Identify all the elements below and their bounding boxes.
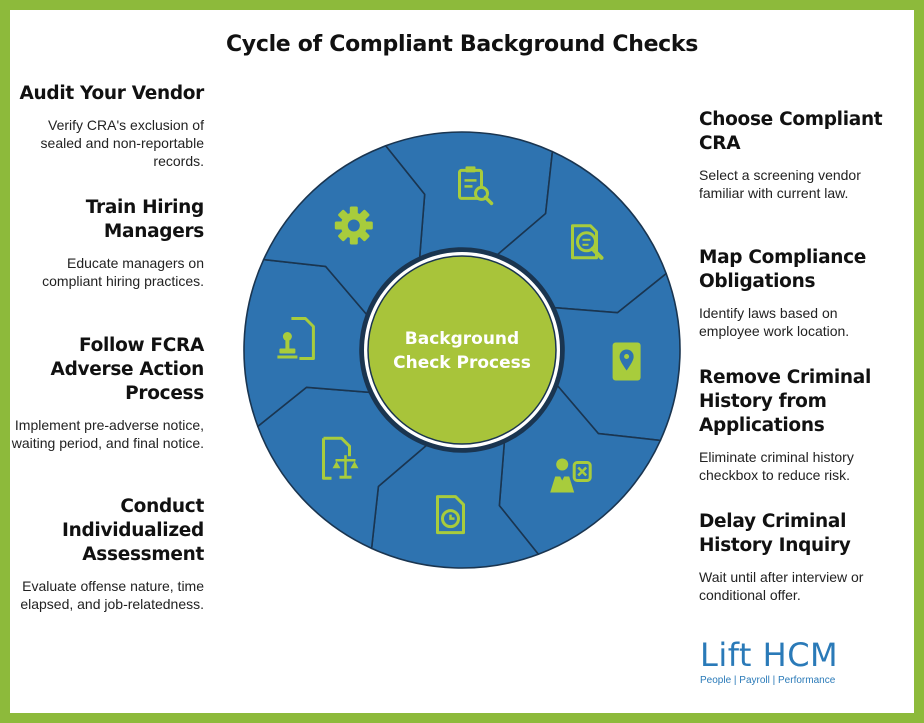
step-choose-cra: Choose Compliant CRA Select a screening … <box>699 108 899 202</box>
gear-icon <box>334 206 373 245</box>
wheel-icons <box>277 166 641 535</box>
step-title: Conduct Individualized Assessment <box>62 496 204 565</box>
step-title: Audit Your Vendor <box>19 83 205 104</box>
process-wheel: Background Check Process <box>243 131 681 569</box>
step-remove-criminal-history: Remove Criminal History from Application… <box>699 366 899 484</box>
step-description: Select a screening vendor familiar with … <box>699 167 861 201</box>
step-delay-inquiry: Delay Criminal History Inquiry Wait unti… <box>699 510 899 604</box>
center-hub <box>367 255 557 445</box>
step-adverse-action: Follow FCRA Adverse Action Process Imple… <box>10 334 205 452</box>
step-map-obligations: Map Compliance Obligations Identify laws… <box>699 246 899 340</box>
step-description: Wait until after interview or conditiona… <box>699 569 864 603</box>
logo-tagline: People | Payroll | Performance <box>700 675 836 686</box>
step-description: Identify laws based on employee work loc… <box>699 305 850 339</box>
logo-wordmark: Lift HCM <box>700 636 839 674</box>
certificate-stamp-icon <box>277 317 315 360</box>
step-train-managers: Train Hiring Managers Educate managers o… <box>10 196 204 290</box>
step-description: Evaluate offense nature, time elapsed, a… <box>20 578 204 612</box>
step-individualized-assessment: Conduct Individualized Assessment Evalua… <box>10 495 204 613</box>
step-description: Eliminate criminal history checkbox to r… <box>699 449 854 483</box>
brand-logo: Lift HCM People | Payroll | Performance <box>700 638 860 686</box>
document-search-icon <box>571 224 604 260</box>
step-audit-vendor: Audit Your Vendor Verify CRA's exclusion… <box>10 82 205 170</box>
step-description: Verify CRA's exclusion of sealed and non… <box>40 117 204 169</box>
step-title: Remove Criminal History from Application… <box>699 367 871 436</box>
step-description: Implement pre-adverse notice, waiting pe… <box>11 417 204 451</box>
step-title: Train Hiring Managers <box>85 197 205 242</box>
map-location-icon <box>612 342 641 381</box>
center-label-line-1: Background <box>405 329 519 349</box>
legal-document-icon <box>322 436 359 480</box>
step-title: Delay Criminal History Inquiry <box>699 511 851 556</box>
page-title: Cycle of Compliant Background Checks <box>225 32 699 57</box>
clipboard-search-icon <box>458 166 494 206</box>
user-remove-icon <box>550 458 592 493</box>
step-title: Map Compliance Obligations <box>699 247 867 292</box>
step-title: Follow FCRA Adverse Action Process <box>50 335 205 404</box>
document-clock-icon <box>436 495 465 535</box>
wheel-segments <box>243 131 681 569</box>
step-title: Choose Compliant CRA <box>699 109 883 154</box>
center-label-line-2: Check Process <box>393 353 531 373</box>
infographic-frame: Cycle of Compliant Background Checks Aud… <box>10 10 914 713</box>
step-description: Educate managers on compliant hiring pra… <box>42 255 204 289</box>
